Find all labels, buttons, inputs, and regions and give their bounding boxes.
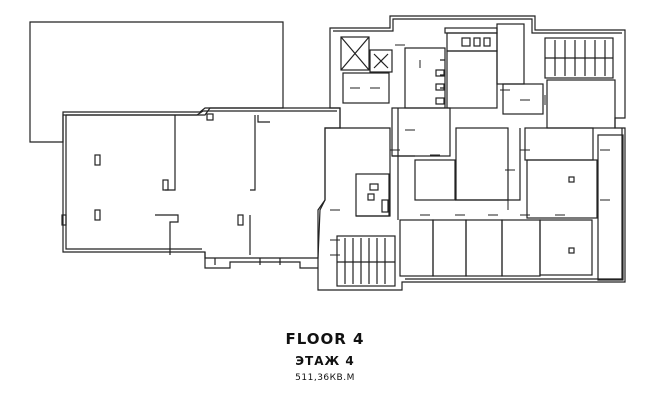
- terrace-outline: [29, 21, 284, 143]
- restroom: [404, 47, 446, 109]
- office: [399, 219, 434, 277]
- open-space-west: [62, 107, 341, 259]
- floor-title: FLOOR 4: [285, 330, 365, 348]
- office: [465, 219, 503, 277]
- office: [414, 159, 456, 201]
- office: [432, 219, 467, 277]
- office: [526, 159, 598, 219]
- office: [391, 107, 451, 157]
- column-line-1: [165, 115, 176, 191]
- office: [455, 127, 509, 201]
- floor-title-russian: ЭТАЖ 4: [295, 354, 355, 368]
- column: [94, 209, 101, 221]
- column-line-2: [250, 115, 256, 191]
- office: [501, 219, 541, 277]
- column: [162, 179, 169, 191]
- elevator-shaft: [340, 36, 370, 71]
- column: [237, 214, 244, 226]
- restroom: [355, 173, 390, 217]
- office: [597, 134, 624, 281]
- office: [524, 127, 594, 161]
- column: [94, 154, 101, 166]
- floor-area: 511,36КВ.М: [295, 373, 355, 383]
- stairwell-south: [336, 235, 396, 287]
- office: [539, 219, 593, 276]
- elevator-shaft: [369, 49, 393, 73]
- core-outline: [317, 15, 626, 291]
